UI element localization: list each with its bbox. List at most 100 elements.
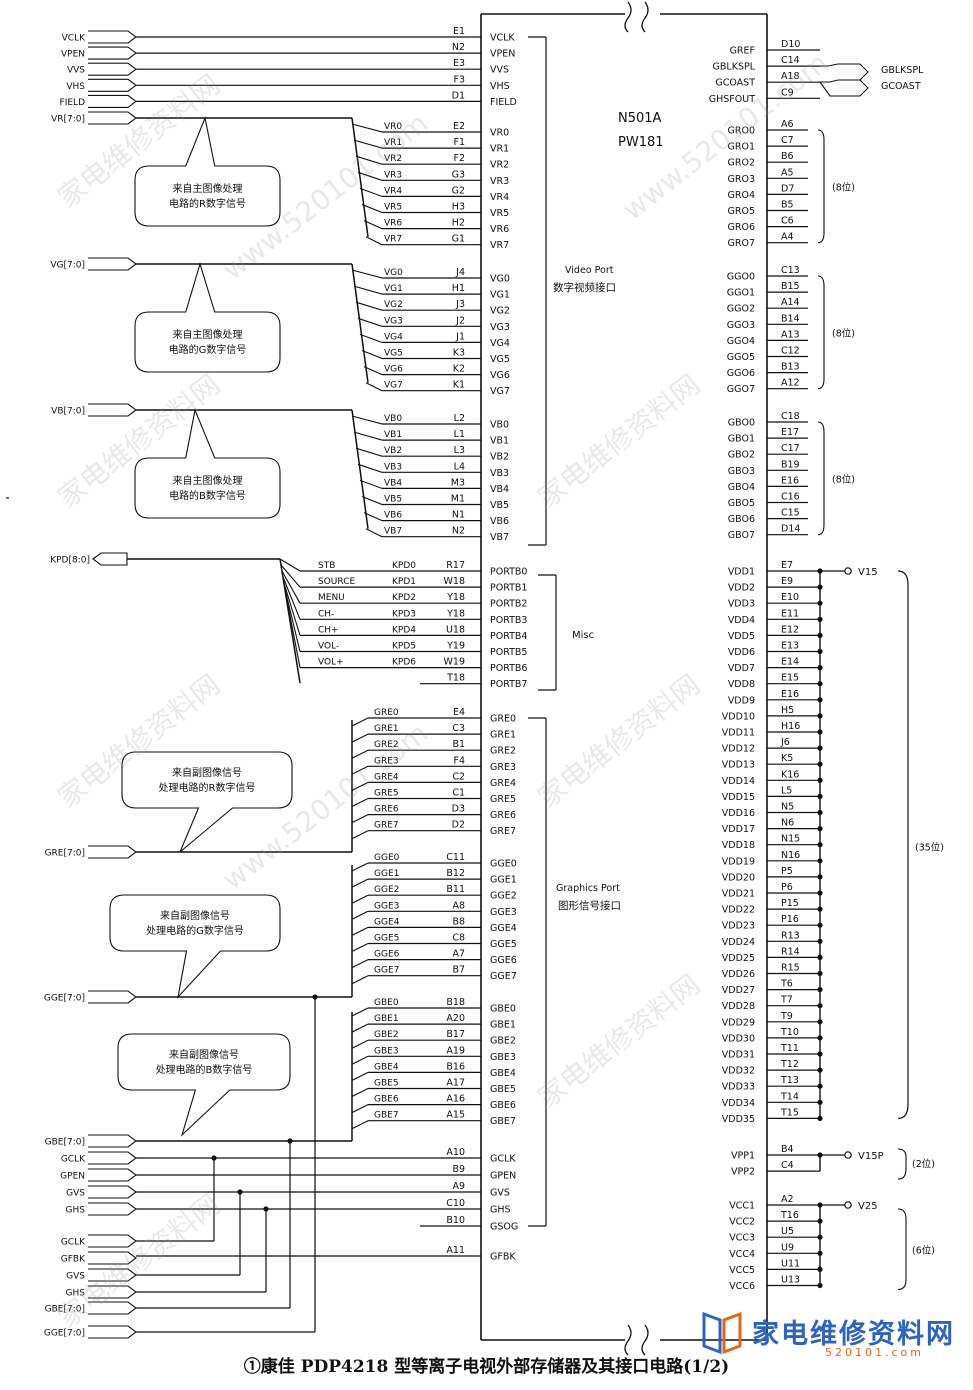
logo-subtext: 520101.com bbox=[825, 1346, 924, 1359]
net-gbe4: GBE4 bbox=[374, 1062, 399, 1072]
connector-vclk-label: VCLK bbox=[62, 34, 86, 44]
pin-vcc6: U13 bbox=[781, 1275, 800, 1286]
connector-ctrl-lower-gclk-label: GCLK bbox=[61, 1238, 86, 1248]
pin-gro3: A5 bbox=[781, 167, 794, 178]
port-vdd6: VDD6 bbox=[728, 647, 755, 658]
pin-b10: B10 bbox=[446, 1215, 465, 1226]
bus-entry-vr5 bbox=[361, 203, 383, 214]
brace-vcc bbox=[897, 1208, 907, 1291]
port-gbo7: GBO7 bbox=[728, 530, 755, 541]
note-gge bbox=[109, 894, 281, 999]
port-gge0: GGE0 bbox=[490, 859, 517, 870]
connector-field-label: FIELD bbox=[60, 98, 86, 108]
pin-vcc4: U9 bbox=[781, 1242, 794, 1253]
net-vr0: VR0 bbox=[384, 122, 402, 132]
bus-entry-gbe4 bbox=[351, 1071, 369, 1081]
port-gge7: GGE7 bbox=[490, 971, 517, 982]
pin-vdd6: E13 bbox=[781, 641, 799, 652]
terminal-v15p bbox=[844, 1151, 852, 1159]
port-ggo6: GGO6 bbox=[727, 368, 755, 379]
port-portb0: PORTB0 bbox=[490, 567, 527, 578]
port-vb4: VB4 bbox=[490, 484, 509, 495]
pin-e3: E3 bbox=[453, 58, 465, 69]
net-gge0: GGE0 bbox=[374, 853, 400, 863]
port-gbo0: GBO0 bbox=[728, 418, 755, 429]
pin-vdd8: E15 bbox=[781, 673, 799, 684]
connector-kpd-label: KPD[8:0] bbox=[50, 556, 90, 566]
bus-entry-gge1 bbox=[351, 878, 369, 888]
port-vdd18: VDD18 bbox=[722, 840, 755, 851]
connector-ctrl-upper-ghs-flag bbox=[88, 1202, 137, 1216]
bus-entry-vb7 bbox=[365, 528, 383, 538]
port-gsog: GSOG bbox=[490, 1222, 518, 1233]
pin-m1: M1 bbox=[451, 494, 465, 505]
net-vb0: VB0 bbox=[384, 414, 402, 424]
note-vb bbox=[134, 408, 281, 519]
junction-dot bbox=[287, 1138, 293, 1144]
port-gre5: GRE5 bbox=[490, 794, 516, 805]
pin-a20: A20 bbox=[446, 1013, 465, 1024]
net-vb3: VB3 bbox=[384, 462, 402, 472]
connector-ctrl-lower-ghs-label: GHS bbox=[66, 1289, 86, 1299]
connector-ctrl-upper-gclk-label: GCLK bbox=[61, 1155, 86, 1165]
port-vvs: VVS bbox=[490, 65, 509, 76]
junction-dot bbox=[263, 1206, 269, 1212]
key-ch-: CH- bbox=[318, 609, 334, 619]
port-vdd4: VDD4 bbox=[728, 615, 755, 626]
bus-entry-vr3 bbox=[357, 171, 383, 181]
port-portb5: PORTB5 bbox=[490, 647, 527, 658]
port-gre3: GRE3 bbox=[490, 762, 516, 773]
pin-ghsfout: C9 bbox=[781, 87, 794, 98]
bus-entry-vg1 bbox=[353, 285, 383, 295]
port-ggo3: GGO3 bbox=[727, 320, 755, 331]
port-vr4: VR4 bbox=[490, 192, 509, 203]
break-mark bbox=[624, 1, 632, 33]
port-gbe1: GBE1 bbox=[490, 1020, 516, 1031]
pin-n2: N2 bbox=[452, 42, 465, 53]
bus-entry-vg4 bbox=[359, 333, 383, 343]
label-gblkspl-out: GBLKSPL bbox=[881, 65, 924, 76]
bus-entry-kpd2 bbox=[281, 570, 301, 604]
pin-a7: A7 bbox=[452, 949, 465, 960]
note-gge-text: 来自副图像信号 bbox=[160, 909, 230, 922]
pin-portb3: Y18 bbox=[446, 608, 465, 619]
note-vr bbox=[134, 116, 281, 227]
pin-f2: F2 bbox=[453, 153, 465, 164]
pin-ggo4: A13 bbox=[781, 329, 800, 340]
net-gbe5: GBE5 bbox=[374, 1079, 399, 1089]
label-gcoast-out: GCOAST bbox=[881, 81, 921, 92]
bus-entry-vr1 bbox=[353, 139, 383, 149]
site-logo: 家电维修资料网 520101.com bbox=[700, 1308, 965, 1368]
bus-vg bbox=[351, 263, 369, 383]
pin-gbo1: E17 bbox=[781, 427, 799, 438]
port-portb1: PORTB1 bbox=[490, 583, 527, 594]
key-menu: MENU bbox=[318, 593, 345, 603]
pin-e4: E4 bbox=[453, 707, 465, 718]
connector-gcoast bbox=[819, 79, 869, 97]
rail-label-v25: V25 bbox=[858, 1201, 878, 1212]
graphics-port-title: Graphics Port bbox=[556, 883, 620, 894]
key-vol-: VOL- bbox=[318, 642, 339, 652]
connector-gge-label: GGE[7:0] bbox=[44, 994, 85, 1004]
bus-entry-vg2 bbox=[355, 301, 383, 311]
pin-h1: H1 bbox=[452, 283, 465, 294]
bus-entry-gre1 bbox=[351, 733, 369, 743]
connector-gge-flag bbox=[88, 990, 137, 1004]
port-ggo7: GGO7 bbox=[727, 384, 755, 395]
port-portb3: PORTB3 bbox=[490, 615, 527, 626]
graphics-port-title-cn: 图形信号接口 bbox=[558, 899, 621, 912]
bus-entry-vr6 bbox=[363, 220, 383, 230]
pin-n2: N2 bbox=[452, 526, 465, 537]
port-gre7: GRE7 bbox=[490, 826, 516, 837]
pin-ggo5: C12 bbox=[781, 346, 800, 357]
connector-ctrl-upper-gclk-flag bbox=[88, 1151, 137, 1165]
pin-a15: A15 bbox=[446, 1110, 465, 1121]
rail-label-v15p: V15P bbox=[858, 1151, 884, 1162]
bus-entry-vr7 bbox=[365, 236, 383, 246]
connector-vpen-flag bbox=[88, 46, 137, 60]
pin-k3: K3 bbox=[453, 348, 465, 359]
port-gge6: GGE6 bbox=[490, 955, 517, 966]
pin-n1: N1 bbox=[452, 510, 465, 521]
port-vpen: VPEN bbox=[490, 49, 515, 60]
net-gge6: GGE6 bbox=[374, 950, 400, 960]
